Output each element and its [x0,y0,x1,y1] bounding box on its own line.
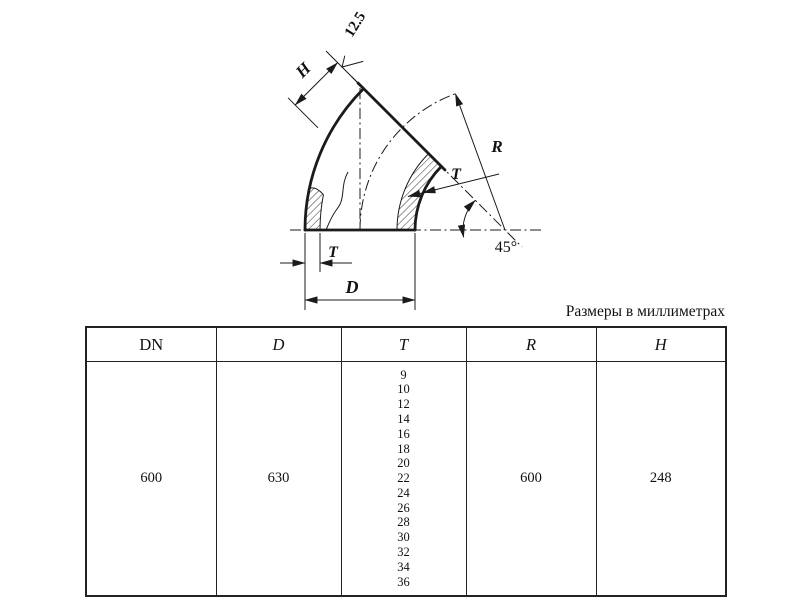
t-value: 32 [397,545,410,560]
t-value: 24 [397,485,410,500]
t-value: 10 [397,382,410,397]
roughness-value: 12.5 [342,9,369,40]
dimension-h: H [287,50,364,129]
t-value: 34 [397,559,410,574]
dimension-t-upper: T [407,166,500,198]
t-value: 30 [397,530,410,545]
face-extension-line [325,50,364,89]
t-value: 26 [397,500,410,515]
dimensions-table: DN D T R H 600 630 9 10 12 14 16 18 20 [85,326,727,597]
dimension-d: D [304,233,416,310]
elbow-drawing: H 12.5 R 45° T [280,9,543,310]
right-wall-section [396,152,443,231]
t-value: 16 [397,426,410,441]
cell-r: 600 [465,361,597,597]
t-upper-second-arrow [422,186,437,194]
cell-d: 630 [215,361,342,597]
col-header-h: H [595,326,727,362]
r-dimension-line [454,93,506,231]
t-value: 18 [397,441,410,456]
roughness-mark: 12.5 [341,9,369,68]
elbow-outline [303,81,447,232]
dim-label-t-upper: T [451,166,462,183]
angle-dimension-arc [457,199,476,238]
dim-label-r: R [490,137,502,156]
pipe-centerline-arc [359,93,456,231]
roughness-check-icon [341,55,364,68]
t-value: 12 [397,397,410,412]
units-caption: Размеры в миллиметрах [565,303,725,320]
h-extension-line [287,97,319,129]
dim-label-angle: 45° [495,239,517,256]
t-value: 22 [397,471,410,486]
dimension-r: R [454,93,506,231]
t-value: 36 [397,574,410,589]
t-value: 20 [397,456,410,471]
col-header-d: D [215,326,342,362]
dim-label-d: D [345,277,359,297]
dim-label-h: H [291,58,315,82]
dimension-angle: 45° [457,199,517,256]
col-header-r: R [465,326,597,362]
cell-h: 248 [595,361,727,597]
t-value: 28 [397,515,410,530]
t-value: 9 [400,367,407,382]
cell-dn: 600 [85,361,217,597]
h-dimension-line [294,62,338,106]
col-header-t: T [340,326,467,362]
break-line [325,171,349,231]
t-value: 14 [397,411,410,426]
cell-t-values: 9 10 12 14 16 18 20 22 24 26 28 30 32 34… [340,361,467,597]
outer-arc [303,87,365,232]
table-header-row: DN D T R H [85,326,727,362]
col-header-dn: DN [85,326,217,362]
wall-sections [304,152,443,231]
dim-label-t-lower: T [328,244,339,261]
table-row: 600 630 9 10 12 14 16 18 20 22 24 26 28 … [85,361,727,597]
top-face-line [356,81,447,172]
inner-arc [413,165,443,232]
dimension-t-lower: T [280,233,352,310]
